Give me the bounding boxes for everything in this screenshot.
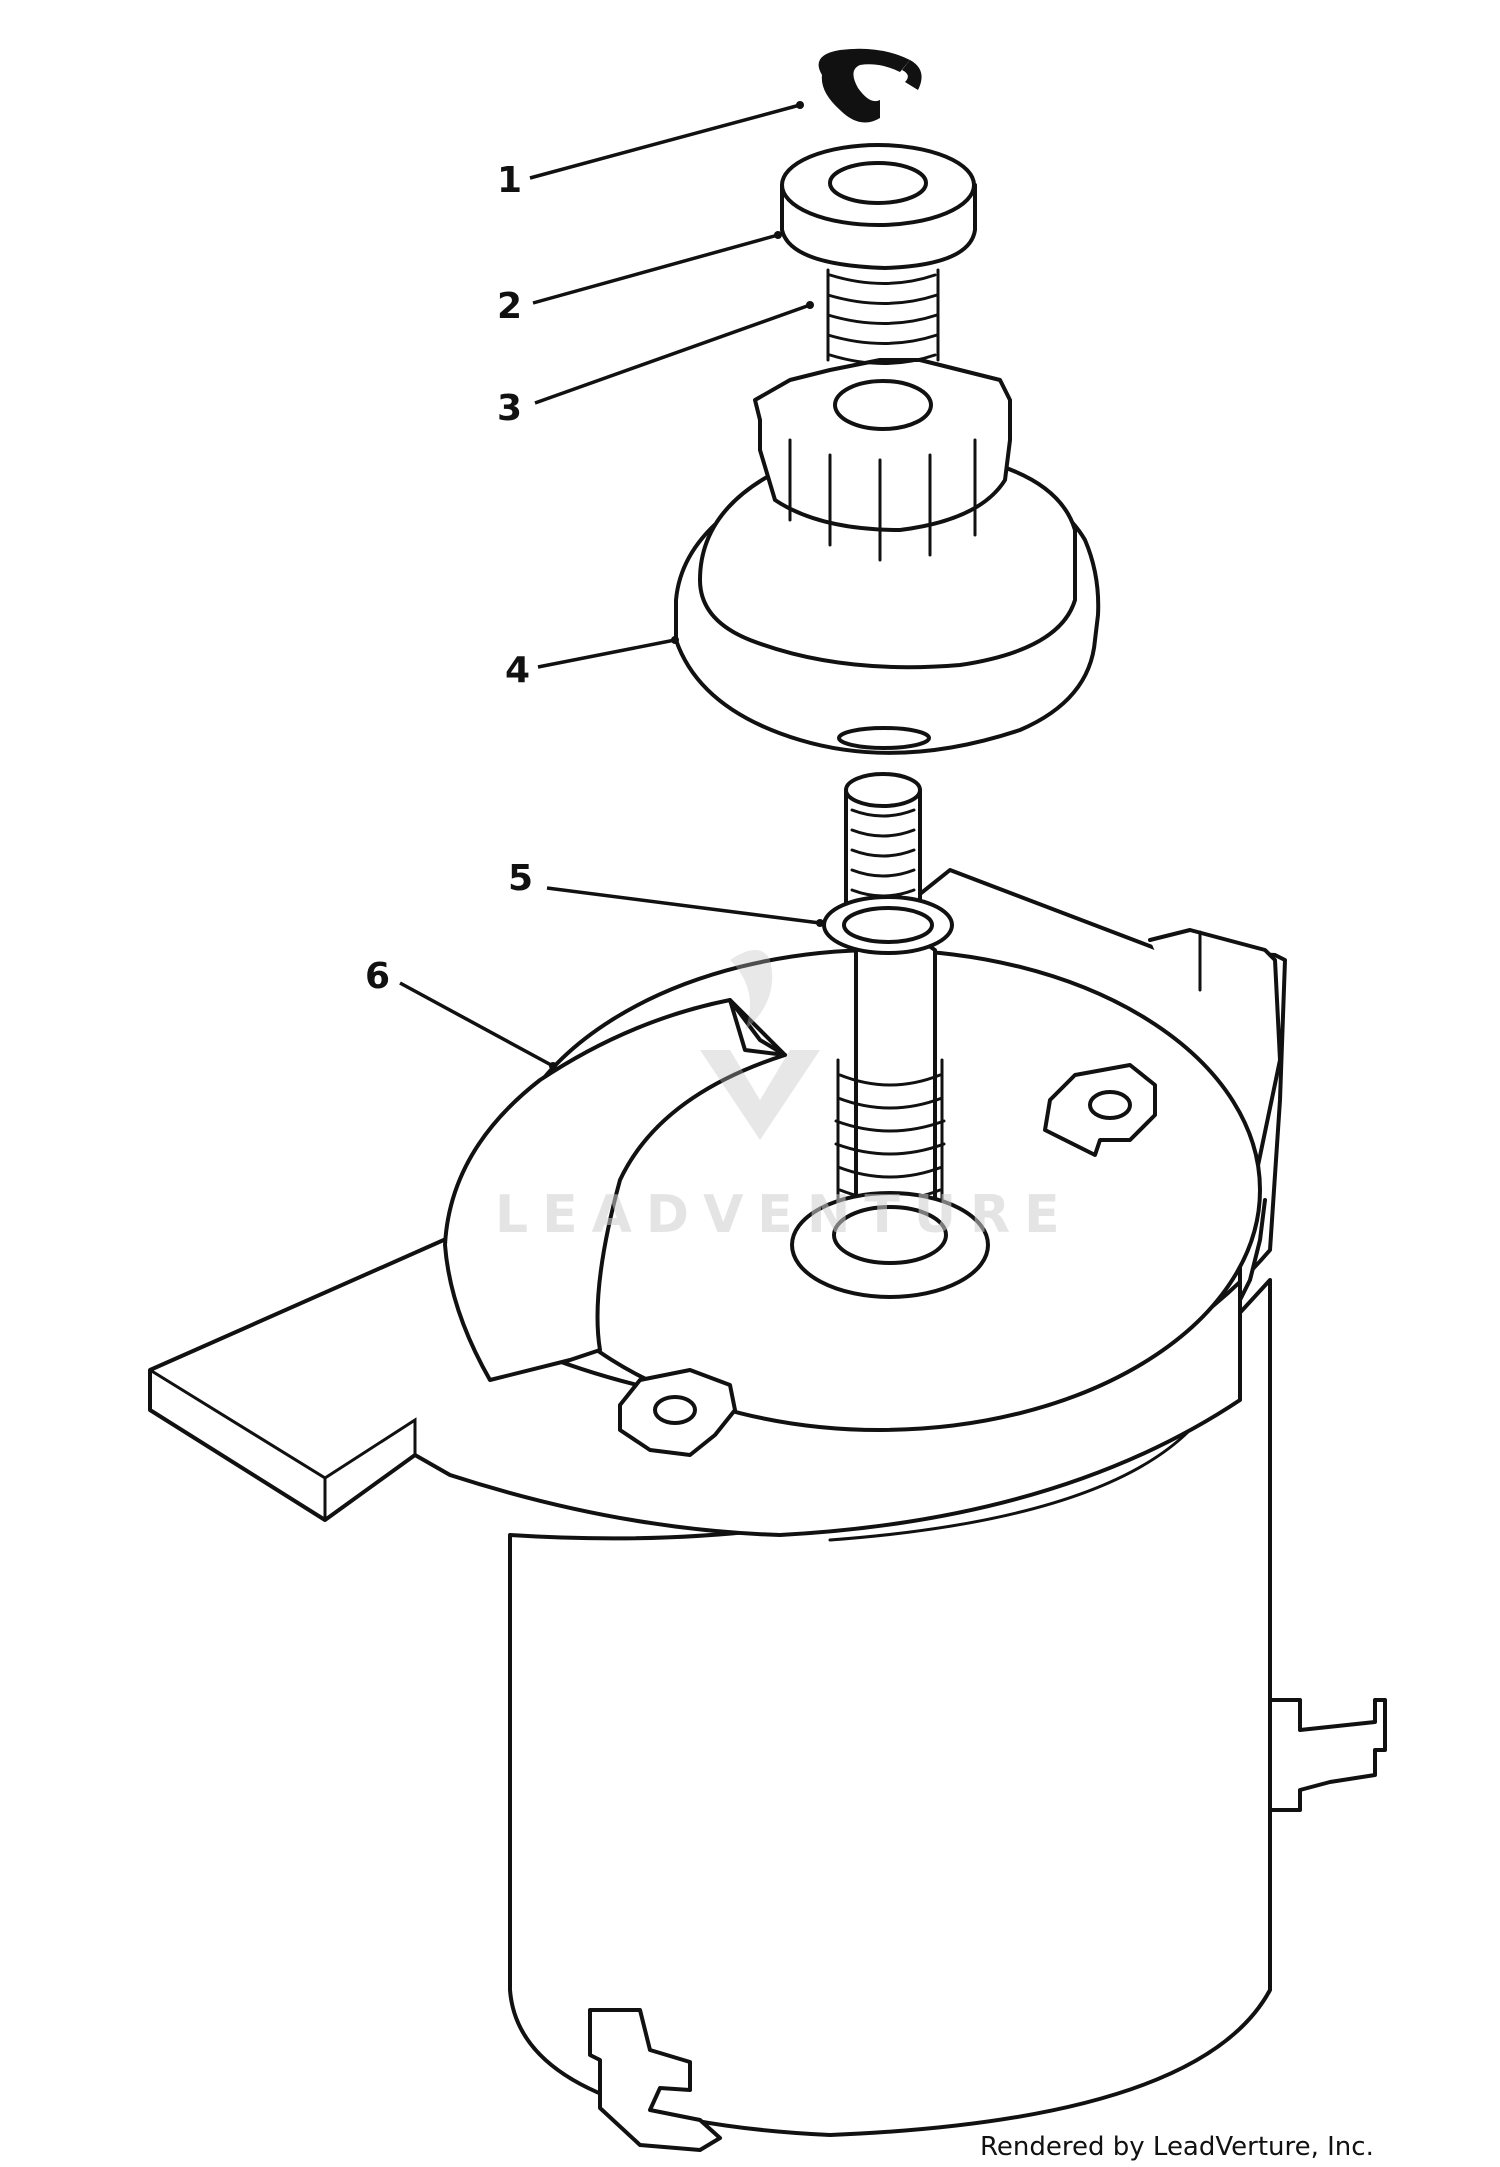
- retaining-ring: [818, 48, 922, 123]
- render-credit: Rendered by LeadVerture, Inc.: [980, 2132, 1374, 2162]
- bottom-tab: [588, 2008, 722, 2152]
- callout-2: 2: [497, 286, 522, 327]
- pinion-gear: [674, 358, 1101, 755]
- callout-6: 6: [365, 956, 390, 997]
- base-washer: [790, 1191, 990, 1299]
- mounting-ear-left: [618, 1368, 737, 1457]
- callout-4: 4: [505, 650, 530, 691]
- anti-drift-spring: [826, 268, 940, 365]
- terminal-stud: [1268, 1698, 1387, 1812]
- brush-plate-arc: [443, 998, 787, 1382]
- stop-collar: [780, 143, 977, 270]
- callout-3: 3: [497, 388, 522, 429]
- callout-1: 1: [497, 160, 522, 201]
- leader-lines: [399, 101, 824, 1070]
- armature-shaft: [844, 772, 937, 1202]
- watermark-logo: [700, 950, 820, 1140]
- watermark-text: LEADVENTURE: [495, 1185, 1074, 1245]
- callout-5: 5: [508, 858, 533, 899]
- thrust-washer: [822, 895, 954, 955]
- mounting-ear-right: [1043, 1063, 1157, 1157]
- drive-spring: [834, 1058, 946, 1202]
